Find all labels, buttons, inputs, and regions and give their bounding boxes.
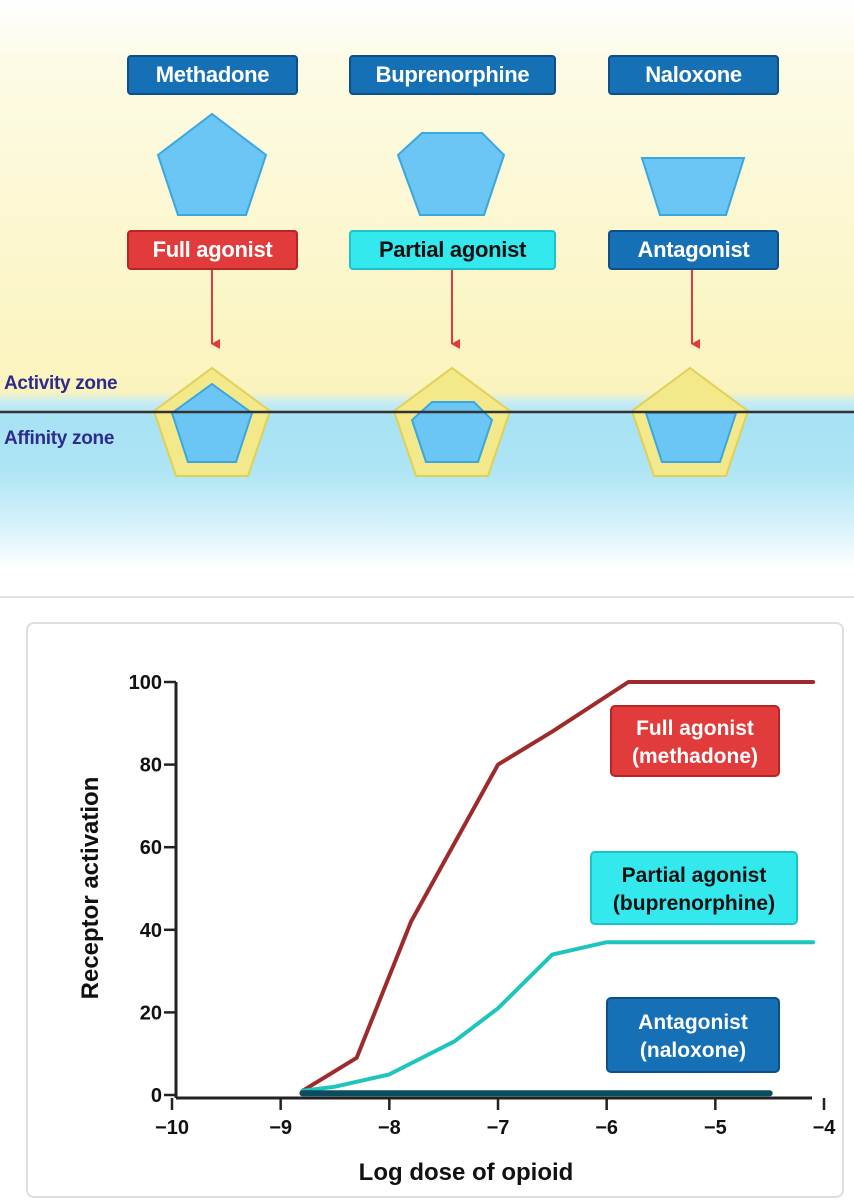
- affinity-zone-label: Affinity zone: [4, 428, 115, 449]
- x-tick-label: −6: [595, 1117, 618, 1139]
- y-tick-label: 60: [140, 837, 162, 859]
- y-tick-label: 20: [140, 1002, 162, 1024]
- methadone-ligand-pentagon: [156, 112, 268, 216]
- series-label-antagonist: Antagonist (naloxone): [606, 997, 780, 1073]
- drug-label-naloxone: Naloxone: [608, 55, 779, 95]
- series-label-line2: (naloxone): [640, 1039, 746, 1062]
- activity-zone-label: Activity zone: [4, 373, 118, 394]
- series-label-full: Full agonist (methadone): [610, 705, 780, 777]
- x-tick-label: −7: [487, 1117, 510, 1139]
- series-label-partial: Partial agonist (buprenorphine): [590, 851, 798, 925]
- x-tick-label: −9: [269, 1117, 292, 1139]
- series-line-partial: [300, 940, 816, 1093]
- buprenorphine-ligand-shape: [396, 132, 506, 216]
- bound-buprenorphine-ligand: [410, 401, 494, 463]
- chart-series: [299, 680, 816, 1097]
- mechanism-diagram: Methadone Buprenorphine Naloxone Full ag…: [0, 0, 854, 600]
- y-tick-label: 0: [151, 1085, 162, 1107]
- type-label-full-agonist: Full agonist: [127, 230, 298, 270]
- y-tick-label: 100: [129, 672, 162, 694]
- series-label-line1: Partial agonist: [622, 864, 767, 887]
- drug-label-methadone: Methadone: [127, 55, 298, 95]
- y-tick-label: 40: [140, 920, 162, 942]
- drug-label-buprenorphine: Buprenorphine: [349, 55, 556, 95]
- bound-methadone-ligand: [170, 382, 254, 463]
- series-label-box: [590, 851, 798, 925]
- series-label-line2: (methadone): [632, 745, 758, 768]
- x-tick-label: −4: [813, 1117, 837, 1139]
- diagram-shapes: [0, 112, 854, 477]
- x-tick-label: −10: [155, 1117, 189, 1139]
- type-label-antagonist: Antagonist: [608, 230, 779, 270]
- series-label-line2: (buprenorphine): [613, 892, 775, 915]
- series-label-box: [610, 705, 780, 777]
- naloxone-ligand-trapezoid: [640, 157, 746, 216]
- series-label-box: [606, 997, 780, 1073]
- bound-naloxone-ligand: [644, 412, 738, 463]
- chart-series-labels: Full agonist (methadone) Partial agonist (b…: [590, 705, 798, 1073]
- x-tick-label: −5: [704, 1117, 727, 1139]
- y-tick-label: 80: [140, 755, 162, 777]
- series-line-full: [300, 680, 816, 1093]
- y-axis-label: Receptor activation: [77, 777, 104, 1000]
- x-axis-label: Log dose of opioid: [359, 1159, 574, 1186]
- x-tick-label: −8: [378, 1117, 401, 1139]
- type-label-partial-agonist: Partial agonist: [349, 230, 556, 270]
- series-label-line1: Antagonist: [638, 1011, 748, 1034]
- section-divider: [0, 596, 854, 598]
- series-label-line1: Full agonist: [636, 717, 754, 740]
